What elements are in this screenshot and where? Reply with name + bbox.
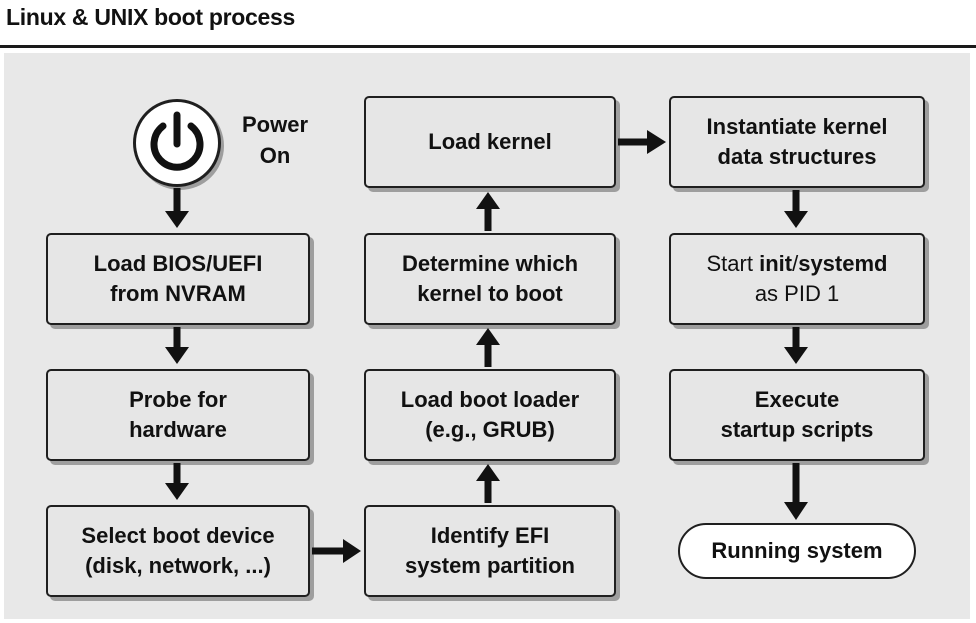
step-select-boot-device: Select boot device (disk, network, ...) — [46, 505, 310, 597]
step-load-kernel: Load kernel — [364, 96, 616, 188]
step-text: Select boot device — [81, 522, 275, 548]
step-load-boot-loader: Load boot loader (e.g., GRUB) — [364, 369, 616, 461]
arrowhead — [343, 539, 361, 563]
step-text: system partition — [405, 553, 575, 578]
arrowhead — [165, 483, 189, 500]
step-load-bios: Load BIOS/UEFI from NVRAM — [46, 233, 310, 325]
step-identify-efi: Identify EFI system partition — [364, 505, 616, 597]
arrowhead — [784, 347, 808, 364]
power-label-line2: On — [259, 142, 291, 168]
slash: / — [792, 250, 799, 276]
step-text: from NVRAM — [110, 281, 246, 306]
step-text: Determine which — [401, 250, 579, 276]
step-text: Identify EFI — [430, 522, 550, 548]
arrowhead — [647, 130, 666, 154]
step-text: (disk, network, ...) — [85, 553, 271, 578]
step-text: Load kernel — [428, 128, 552, 154]
step-determine-kernel: Determine which kernel to boot — [364, 233, 616, 325]
title-rule — [0, 45, 976, 48]
step-text: Instantiate kernel — [706, 113, 888, 139]
step-probe-hardware: Probe for hardware — [46, 369, 310, 461]
arrowhead — [476, 192, 500, 209]
arrowhead — [165, 347, 189, 364]
step-text: Probe for — [129, 386, 227, 412]
step-text: data structures — [717, 144, 877, 169]
step-text: Execute — [754, 386, 840, 412]
power-icon — [133, 99, 221, 187]
arrowhead — [476, 464, 500, 481]
step-text: startup scripts — [720, 417, 874, 442]
step-text: Start init/systemd — [707, 249, 888, 279]
step-text: Load boot loader — [400, 386, 580, 412]
step-start-init: Start init/systemd as PID 1 — [669, 233, 925, 325]
start-prefix: Start — [706, 250, 760, 276]
step-instantiate-kernel: Instantiate kernel data structures — [669, 96, 925, 188]
arrowhead — [165, 211, 189, 228]
init-keyword: init — [759, 250, 793, 276]
power-label-line1: Power — [241, 112, 309, 137]
step-text: (e.g., GRUB) — [425, 417, 555, 442]
step-execute-scripts: Execute startup scripts — [669, 369, 925, 461]
arrowhead — [784, 211, 808, 228]
diagram-title: Linux & UNIX boot process — [6, 4, 295, 30]
systemd-keyword: systemd — [798, 250, 888, 276]
running-system: Running system — [678, 523, 916, 579]
step-text: as PID 1 — [754, 281, 840, 306]
step-text: hardware — [129, 417, 227, 442]
arrowhead — [476, 328, 500, 345]
step-text: Load BIOS/UEFI — [93, 250, 263, 276]
arrowhead — [784, 502, 808, 520]
power-on-label: Power On — [232, 110, 318, 172]
step-text: kernel to boot — [417, 281, 563, 306]
